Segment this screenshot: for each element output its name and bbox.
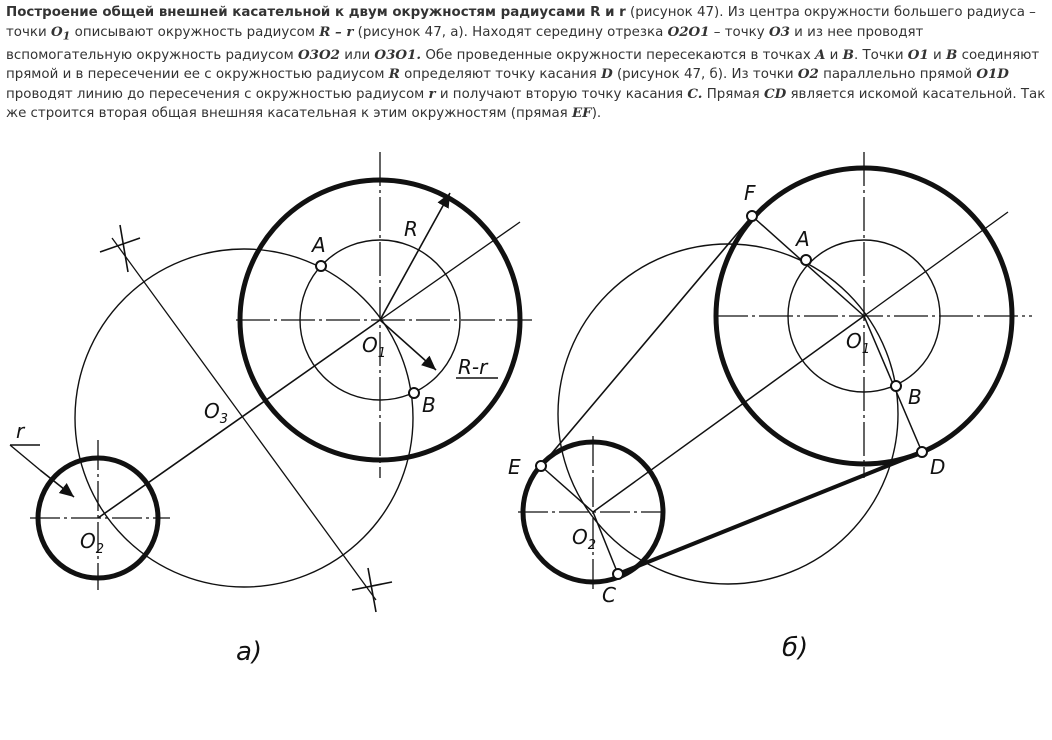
formula-r-small: r — [428, 85, 436, 102]
text-run: и — [825, 47, 843, 63]
point-d — [916, 446, 928, 458]
label-r-small: r — [16, 419, 26, 443]
text-run: и — [928, 47, 946, 63]
leader-line — [9, 444, 41, 471]
article-paragraph: Построение общей внешней касательной к д… — [6, 3, 1046, 124]
formula-o2: O2 — [797, 66, 819, 83]
point-a — [800, 254, 812, 266]
radius-arrow-R-minus-r — [379, 319, 437, 371]
caption-a: а) — [236, 637, 262, 667]
label-o2: O2 — [80, 529, 104, 557]
circle-radius-r — [35, 455, 161, 581]
formula-o3o2: O3O2 — [297, 46, 340, 63]
label-o3: O3 — [204, 399, 228, 427]
radius-arrow-r — [39, 469, 75, 498]
formula-r-minus-r: R – r — [319, 23, 354, 40]
point-f — [746, 210, 758, 222]
label-e: E — [508, 455, 521, 479]
tangent-ef — [540, 215, 753, 467]
text-run: является искомой касательной. Так же стр… — [6, 86, 1046, 122]
segment-o2-e — [540, 465, 594, 513]
label-c: C — [602, 583, 616, 607]
auxiliary-circle-o3 — [74, 248, 414, 588]
figure-a-labels: A B R R-r O1 O2 O3 r а) — [16, 217, 489, 667]
caption-b: б) — [782, 633, 808, 663]
formula-d: D — [601, 66, 613, 83]
text-run: описывают окружность радиусом — [70, 24, 320, 40]
formula-ef: EF — [571, 105, 592, 122]
circle-radius-R-minus-r — [299, 239, 461, 401]
figure-a — [9, 152, 532, 613]
formula-c: C. — [687, 85, 703, 102]
formula-o1: O1 — [50, 23, 71, 43]
construction-figure: A B R R-r O1 O2 O3 r а) — [9, 152, 1032, 667]
segment-extension — [379, 221, 521, 321]
formula-r-big: R — [388, 66, 400, 83]
text-run: Прямая — [702, 86, 764, 102]
arc-mark — [99, 237, 141, 253]
text-run: Обе проведенные окружности пересекаются … — [421, 47, 816, 63]
label-o1: O1 — [846, 329, 870, 357]
circle-radius-R-minus-r — [787, 239, 941, 393]
point-a — [315, 260, 327, 272]
label-b: B — [908, 385, 922, 409]
text-run: . Точки — [853, 47, 908, 63]
arc-mark — [367, 567, 377, 613]
label-b: B — [422, 393, 436, 417]
formula-cd: CD — [763, 85, 787, 102]
point-e — [535, 460, 547, 472]
tangent-cd — [617, 450, 923, 576]
label-f: F — [744, 181, 756, 205]
text-run: соединяют прямой и в пересечении ее с ок… — [6, 47, 1040, 83]
label-d: D — [930, 455, 945, 479]
label-r-minus-r: R-r — [458, 355, 489, 379]
label-r-big: R — [404, 217, 418, 241]
figure-b — [518, 152, 1032, 590]
formula-b: B — [842, 46, 854, 63]
radius-arrow-R — [379, 192, 451, 321]
circle-radius-r — [520, 439, 666, 585]
text-run: ). — [591, 106, 602, 122]
arc-mark — [119, 224, 129, 273]
formula-o3o1: O3O1. — [374, 46, 422, 63]
segment-extension — [863, 211, 1009, 317]
point-b — [408, 387, 420, 399]
article-heading: Построение общей внешней касательной к д… — [6, 5, 626, 20]
text-run: параллельно прямой — [818, 67, 977, 83]
point-c — [612, 568, 624, 580]
text-run: проводят линию до пересечения с окружнос… — [6, 86, 429, 102]
text-run: (рисунок 47, б). Из точки — [612, 67, 798, 83]
segment-o2-o1 — [97, 319, 381, 519]
figure-b-labels: F A O1 B D E O2 C б) — [508, 181, 945, 663]
formula-o2o1: O2O1 — [667, 23, 710, 40]
text-run: определяют точку касания — [399, 67, 602, 83]
formula-o3: O3 — [768, 23, 790, 40]
formula-o1d: O1D — [976, 66, 1009, 83]
perpendicular-bisector — [111, 237, 377, 601]
text-run: – точку — [709, 24, 769, 40]
label-a: A — [310, 233, 326, 257]
label-o1: O1 — [362, 333, 386, 361]
formula-o1b: O1 — [907, 46, 929, 63]
formula-bb: B — [946, 46, 958, 63]
circle-radius-R — [713, 165, 1015, 467]
text-run: или — [339, 47, 375, 63]
segment-o1-f — [751, 215, 865, 317]
text-run: и из нее проводят вспомогательную окружн… — [6, 24, 924, 63]
text-run: и получают вторую точку касания — [435, 86, 688, 102]
point-b — [890, 380, 902, 392]
segment-o2-c — [592, 511, 619, 575]
label-a: A — [794, 227, 810, 251]
segment-o2-o1 — [592, 315, 865, 513]
formula-a: A — [815, 46, 826, 63]
text-run: (рисунок 47, а). Находят середину отрезк… — [353, 24, 668, 40]
circle-radius-R — [237, 177, 523, 463]
text-run: (рисунок 47). Из центра окружности больш… — [6, 5, 1036, 40]
label-o2: O2 — [572, 525, 596, 553]
